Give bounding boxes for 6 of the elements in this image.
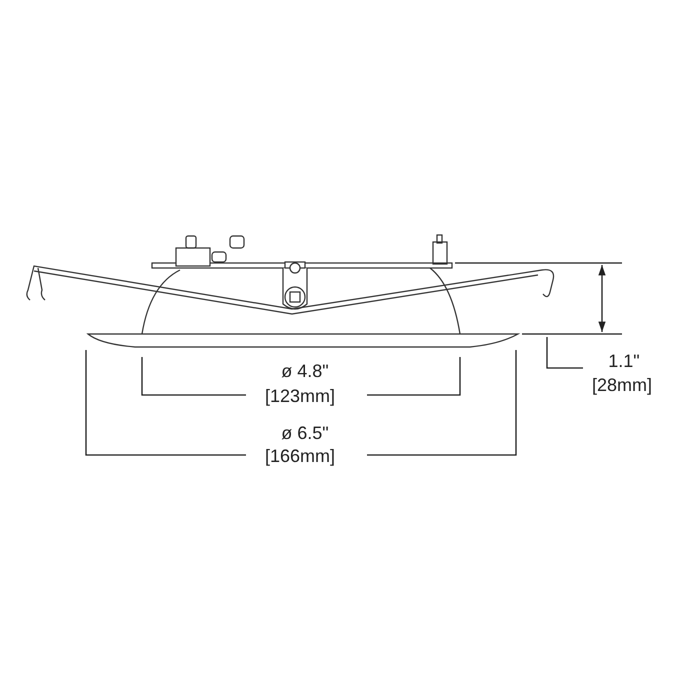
dimension-label: 1.1" [608,352,640,370]
dimension-label: ø 6.5" [281,424,329,442]
dimension-label: [166mm] [264,447,336,465]
dimension-label: ø 4.8" [281,362,329,380]
dimension-label: [28mm] [592,376,652,394]
dimension-label: [123mm] [264,387,336,405]
